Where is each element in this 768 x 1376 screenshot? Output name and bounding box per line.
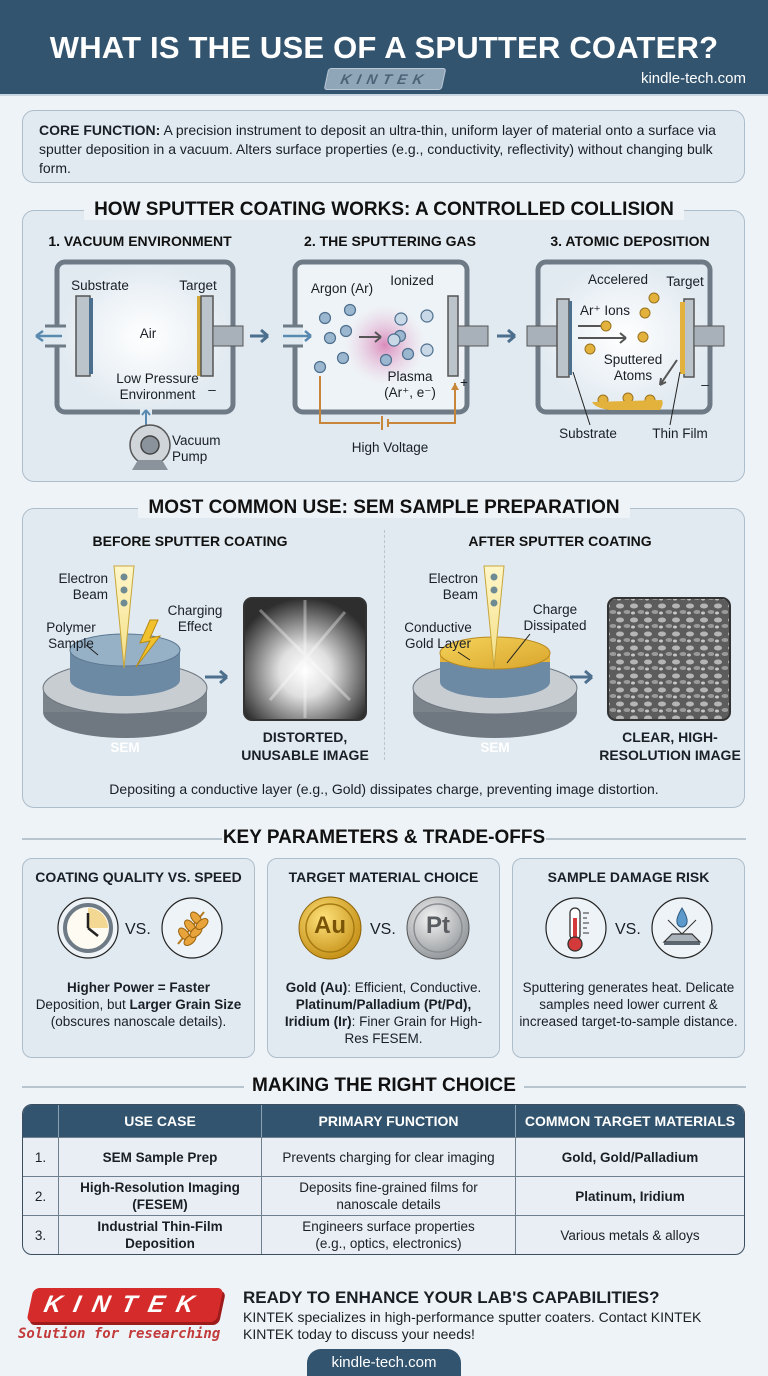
label-high-voltage: High Voltage bbox=[351, 440, 429, 455]
row-num: 2. bbox=[23, 1176, 59, 1215]
label-air: Air bbox=[139, 326, 157, 341]
row-num: 3. bbox=[23, 1215, 59, 1254]
platinum-coin-icon bbox=[406, 896, 470, 960]
core-function-text: A precision instrument to deposit an ult… bbox=[39, 122, 716, 176]
choice-rule-right bbox=[524, 1086, 746, 1088]
page-title: WHAT IS THE USE OF A SPUTTER COATER? bbox=[49, 30, 719, 65]
card-title: TARGET MATERIAL CHOICE bbox=[288, 869, 479, 885]
card-quality-speed: COATING QUALITY VS. SPEED VS. Higher Pow… bbox=[22, 858, 255, 1058]
kintek-tagline: Solution for researching bbox=[18, 1326, 221, 1342]
label-vacuum-pump: Vacuum Pump bbox=[172, 433, 221, 464]
wheat-grain-icon bbox=[161, 897, 223, 959]
table-header-row: USE CASE PRIMARY FUNCTION COMMON TARGET … bbox=[23, 1105, 744, 1137]
before-beam-label: Electron Beam bbox=[58, 571, 108, 602]
after-stage-label: SEM bbox=[480, 740, 510, 755]
core-function-label: CORE FUNCTION: bbox=[39, 122, 161, 138]
sem-divider bbox=[384, 530, 385, 760]
col-header-materials: COMMON TARGET MATERIALS bbox=[516, 1105, 744, 1137]
row-function: Deposits fine-grained films for nanoscal… bbox=[262, 1176, 516, 1215]
before-stage-label: SEM bbox=[110, 740, 140, 755]
vs-label: VS. bbox=[615, 921, 641, 938]
row-materials: Platinum, Iridium bbox=[516, 1176, 744, 1215]
label-ionized: Ionized bbox=[390, 273, 434, 288]
row-function: Engineers surface properties (e.g., opti… bbox=[262, 1215, 516, 1254]
card-sample-damage: SAMPLE DAMAGE RISK VS. Sputtering genera… bbox=[512, 858, 745, 1058]
label-low-pressure: Low Pressure Environment bbox=[116, 371, 199, 402]
col-header-num bbox=[23, 1105, 59, 1137]
row-materials: Various metals & alloys bbox=[516, 1215, 744, 1254]
choice-table: USE CASE PRIMARY FUNCTION COMMON TARGET … bbox=[22, 1104, 745, 1255]
row-use-case: Industrial Thin-Film Deposition bbox=[59, 1215, 262, 1254]
col-header-use-case: USE CASE bbox=[59, 1105, 262, 1137]
row-function: Prevents charging for clear imaging bbox=[262, 1137, 516, 1176]
label-argon: Argon (Ar) bbox=[310, 281, 374, 296]
label-sputtered-atoms: Sputtered Atoms bbox=[603, 352, 663, 383]
cta-title: READY TO ENHANCE YOUR LAB'S CAPABILITIES… bbox=[243, 1288, 660, 1307]
card-body: Sputtering generates heat. Delicate samp… bbox=[519, 980, 738, 1029]
label-substrate-3: Substrate bbox=[559, 426, 617, 441]
card-title: SAMPLE DAMAGE RISK bbox=[547, 869, 710, 885]
how-it-works-title: HOW SPUTTER COATING WORKS: A CONTROLLED … bbox=[0, 199, 768, 221]
table-row: 1. SEM Sample Prep Prevents charging for… bbox=[23, 1137, 744, 1176]
table-row: 3. Industrial Thin-Film Deposition Engin… bbox=[23, 1215, 744, 1254]
step-3-title: 3. ATOMIC DEPOSITION bbox=[550, 233, 710, 249]
row-use-case: SEM Sample Prep bbox=[59, 1137, 262, 1176]
step-2-title: 2. THE SPUTTERING GAS bbox=[304, 233, 476, 249]
after-caption: CLEAR, HIGH- RESOLUTION IMAGE bbox=[599, 729, 741, 763]
card-target-material: TARGET MATERIAL CHOICE VS. Gold (Au): Ef… bbox=[267, 858, 500, 1058]
label-thin-film: Thin Film bbox=[652, 426, 708, 441]
label-target-1: Target bbox=[179, 278, 217, 293]
thermometer-icon bbox=[545, 897, 607, 959]
row-materials: Gold, Gold/Palladium bbox=[516, 1137, 744, 1176]
sem-footnote: Depositing a conductive layer (e.g., Gol… bbox=[109, 781, 659, 797]
choice-rule-left bbox=[22, 1086, 244, 1088]
vs-label: VS. bbox=[370, 921, 396, 938]
before-title: BEFORE SPUTTER COATING bbox=[92, 533, 288, 549]
delicate-sample-icon bbox=[651, 897, 713, 959]
before-effect-label: Charging Effect bbox=[167, 603, 223, 634]
col-header-function: PRIMARY FUNCTION bbox=[262, 1105, 516, 1137]
core-function-box: CORE FUNCTION: A precision instrument to… bbox=[22, 110, 745, 183]
label-substrate-1: Substrate bbox=[71, 278, 129, 293]
label-minus-1: – bbox=[208, 382, 216, 397]
after-title: AFTER SPUTTER COATING bbox=[468, 533, 652, 549]
label-ar-ions: Ar⁺ Ions bbox=[580, 303, 630, 318]
params-rule-left bbox=[22, 838, 222, 840]
choice-title: MAKING THE RIGHT CHOICE bbox=[252, 1075, 516, 1096]
gold-coin-icon bbox=[298, 896, 362, 960]
platinum-coin-label: Pt bbox=[426, 912, 450, 939]
table-row: 2. High-Resolution Imaging (FESEM) Depos… bbox=[23, 1176, 744, 1215]
cta-text: KINTEK specializes in high-performance s… bbox=[243, 1309, 702, 1342]
footer-site-link[interactable]: kindle-tech.com bbox=[307, 1349, 461, 1376]
card-body: Gold (Au): Efficient, Conductive.Platinu… bbox=[284, 980, 483, 1046]
params-rule-right bbox=[546, 838, 746, 840]
card-title: COATING QUALITY VS. SPEED bbox=[35, 869, 242, 885]
row-num: 1. bbox=[23, 1137, 59, 1176]
after-beam-label: Electron Beam bbox=[428, 571, 478, 602]
kintek-logo[interactable]: KINTEK bbox=[26, 1288, 224, 1322]
after-effect-label: Charge Dissipated bbox=[523, 602, 587, 633]
label-minus-3: – bbox=[701, 377, 709, 392]
before-sample-label: Polymer Sample bbox=[46, 620, 96, 651]
after-layer-label: Conductive Gold Layer bbox=[404, 620, 472, 651]
row-use-case: High-Resolution Imaging (FESEM) bbox=[59, 1176, 262, 1215]
label-target-3: Target bbox=[666, 274, 704, 289]
sem-diagrams bbox=[42, 565, 731, 738]
before-caption: DISTORTED, UNUSABLE IMAGE bbox=[241, 729, 369, 763]
header-site-link[interactable]: kindle-tech.com bbox=[640, 70, 746, 87]
gold-coin-label: Au bbox=[314, 912, 346, 939]
clock-icon bbox=[57, 897, 119, 959]
params-title: KEY PARAMETERS & TRADE-OFFS bbox=[222, 827, 546, 848]
page-header: WHAT IS THE USE OF A SPUTTER COATER? KIN… bbox=[0, 0, 768, 96]
label-plus: + bbox=[460, 375, 468, 390]
vs-label: VS. bbox=[125, 921, 151, 938]
vacuum-chamber-diagram bbox=[35, 259, 725, 470]
step-1-title: 1. VACUUM ENVIRONMENT bbox=[48, 233, 232, 249]
sem-title: MOST COMMON USE: SEM SAMPLE PREPARATION bbox=[0, 497, 768, 519]
label-accelered: Accelered bbox=[587, 272, 649, 287]
label-plasma: Plasma (Ar⁺, e⁻) bbox=[384, 369, 436, 400]
